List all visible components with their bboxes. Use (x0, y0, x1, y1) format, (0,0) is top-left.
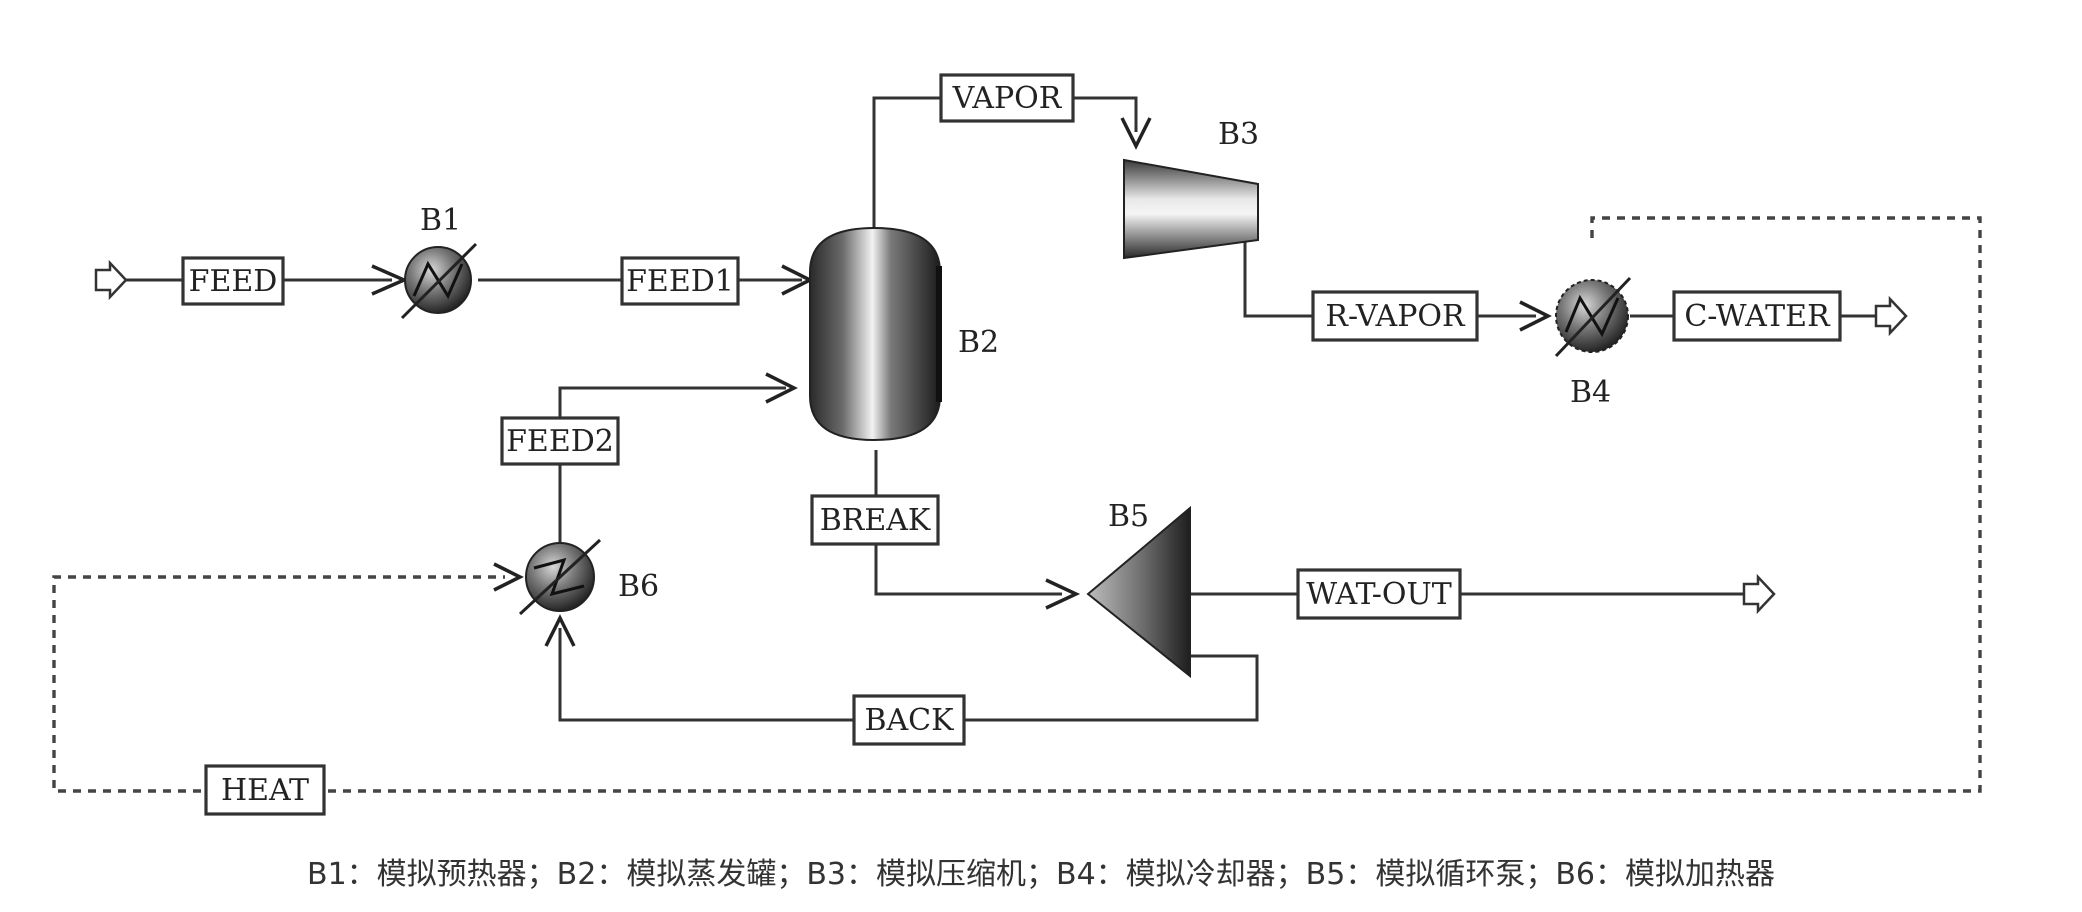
stream-lines (52, 96, 1982, 793)
svg-text:FEED1: FEED1 (626, 264, 734, 299)
arrow-vapor-to-b3 (1120, 117, 1152, 150)
b3-compressor-icon[interactable] (1123, 158, 1259, 260)
stream-label-feed1[interactable]: FEED1 (620, 256, 740, 306)
stream-label-c-water[interactable]: C-WATER (1672, 290, 1842, 342)
b4-cooler-icon[interactable] (1554, 276, 1632, 358)
block-labels: B1 B2 B3 B4 B5 B6 (420, 117, 1611, 604)
b6-label: B6 (618, 569, 659, 604)
b3-label: B3 (1218, 117, 1259, 152)
b2-label: B2 (958, 325, 999, 360)
arrow-back-to-b6 (544, 614, 576, 647)
b5-label: B5 (1108, 499, 1149, 534)
stream-label-back[interactable]: BACK (852, 694, 966, 746)
svg-text:C-WATER: C-WATER (1684, 299, 1831, 334)
svg-text:FEED: FEED (189, 264, 278, 299)
stream-label-r-vapor[interactable]: R-VAPOR (1311, 290, 1479, 342)
stream-label-vapor[interactable]: VAPOR (939, 73, 1075, 123)
stream-label-feed[interactable]: FEED (181, 256, 285, 306)
stream-label-wat-out[interactable]: WAT-OUT (1296, 568, 1462, 620)
stream-label-heat[interactable]: HEAT (204, 764, 326, 816)
svg-text:R-VAPOR: R-VAPOR (1325, 299, 1466, 334)
b1-label: B1 (420, 203, 461, 238)
arrow-rvapor-to-b4 (1519, 300, 1552, 332)
svg-text:BREAK: BREAK (820, 503, 931, 538)
b2-evaporator-tank-icon[interactable] (809, 226, 942, 442)
stream-label-feed2[interactable]: FEED2 (500, 416, 620, 466)
arrow-break-to-b5 (1045, 578, 1081, 610)
legend-caption: B1：模拟预热器；B2：模拟蒸发罐；B3：模拟压缩机；B4：模拟冷却器；B5：模… (307, 857, 1775, 892)
stream-label-break[interactable]: BREAK (810, 494, 940, 546)
wat-out-outlet-arrow (1742, 573, 1776, 615)
svg-text:HEAT: HEAT (221, 773, 309, 808)
svg-text:BACK: BACK (864, 703, 954, 738)
feed-inlet-arrow (94, 259, 128, 301)
b6-heater-icon[interactable] (518, 538, 602, 616)
b4-label: B4 (1570, 375, 1611, 410)
svg-text:VAPOR: VAPOR (952, 81, 1063, 116)
svg-text:WAT-OUT: WAT-OUT (1306, 577, 1452, 612)
arrow-feed2-to-b2 (765, 372, 798, 404)
svg-text:FEED2: FEED2 (506, 424, 614, 459)
arrow-heat-to-b6 (493, 562, 524, 592)
arrowheads (94, 117, 1908, 647)
c-water-outlet-arrow (1874, 295, 1908, 337)
b5-pump-icon[interactable] (1086, 505, 1191, 679)
b1-heat-exchanger-icon[interactable] (400, 242, 478, 320)
